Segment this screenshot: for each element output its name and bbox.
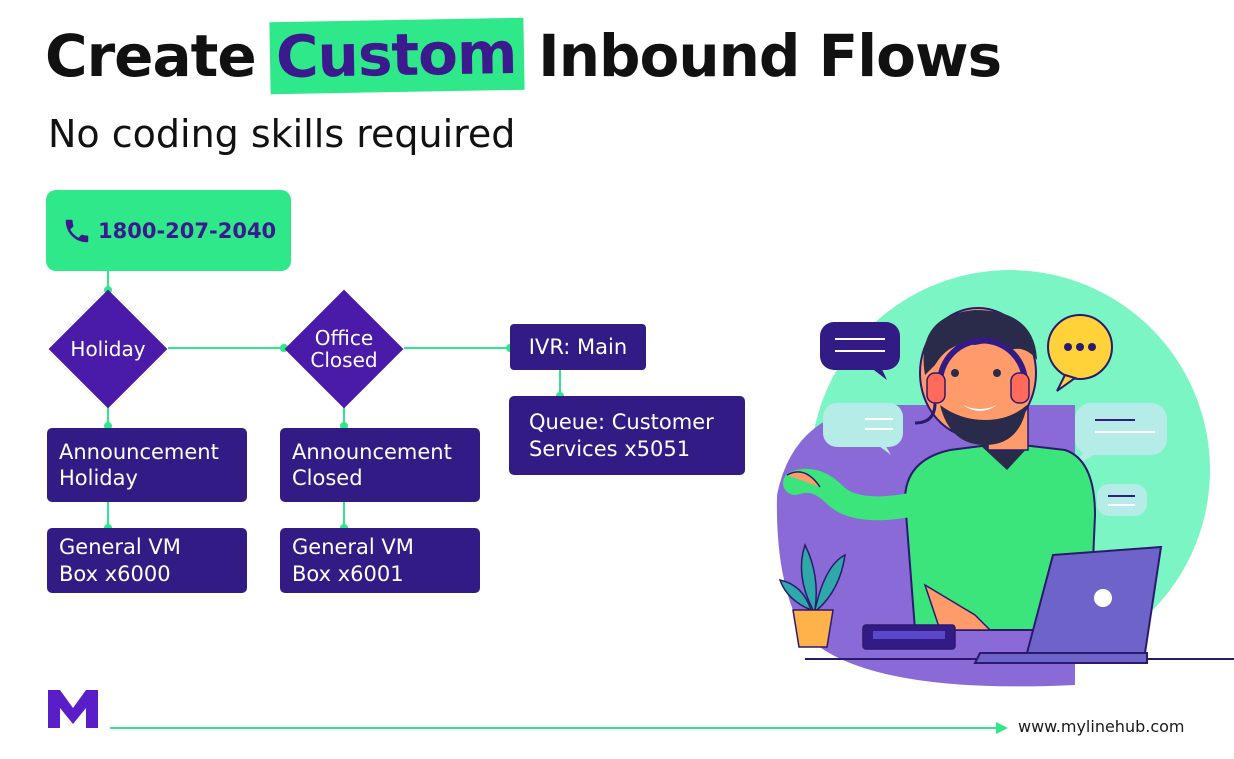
plant-icon bbox=[778, 543, 846, 648]
page-title: Create Custom Inbound Flows bbox=[45, 16, 1002, 96]
laptop-icon bbox=[973, 545, 1163, 664]
announcement-closed-line1: Announcement bbox=[292, 439, 452, 464]
support-agent-illustration bbox=[776, 270, 1234, 687]
queue-line1: Queue: Customer bbox=[529, 410, 714, 435]
vm-holiday-line2: Box x6000 bbox=[59, 561, 171, 586]
keyboard-icon bbox=[862, 624, 956, 650]
title-after: Inbound Flows bbox=[538, 22, 1002, 90]
title-before: Create bbox=[45, 22, 257, 90]
chat-bubble-small-icon bbox=[1097, 484, 1147, 516]
announcement-closed-line2: Closed bbox=[292, 466, 363, 490]
holiday-label: Holiday bbox=[70, 337, 146, 361]
brand-logo-icon bbox=[48, 690, 98, 728]
arrow-right-icon bbox=[996, 722, 1008, 734]
office-closed-line2: Closed bbox=[310, 348, 378, 372]
queue-line2: Services x5051 bbox=[529, 436, 691, 461]
announcement-holiday-node: Announcement Holiday bbox=[47, 428, 247, 502]
announcement-holiday-line1: Announcement bbox=[59, 439, 219, 464]
footer-divider-arrow bbox=[110, 722, 1008, 734]
vm-box-closed-node: General VM Box x6001 bbox=[280, 528, 480, 593]
phone-icon bbox=[65, 219, 89, 242]
chat-bubble-yellow-icon bbox=[1047, 314, 1113, 392]
vm-holiday-line1: General VM bbox=[59, 535, 181, 560]
queue-customer-services-node: Queue: Customer Services x5051 bbox=[509, 396, 745, 475]
announcement-closed-node: Announcement Closed bbox=[280, 428, 480, 502]
website-url[interactable]: www.mylinehub.com bbox=[1018, 717, 1185, 736]
vm-closed-line1: General VM bbox=[292, 535, 414, 560]
vm-box-holiday-node: General VM Box x6000 bbox=[47, 528, 247, 593]
chat-bubble-purple-icon bbox=[820, 322, 900, 380]
office-closed-line1: Office bbox=[314, 326, 374, 350]
chat-bubble-lightblue-icon bbox=[823, 403, 903, 455]
office-closed-label: Office Closed bbox=[285, 290, 403, 408]
phone-number: 1800-207-2040 bbox=[98, 218, 277, 243]
phone-number-node: 1800-207-2040 bbox=[46, 190, 291, 271]
page-subtitle: No coding skills required bbox=[48, 112, 516, 156]
announcement-holiday-line2: Holiday bbox=[59, 466, 138, 490]
vm-closed-line2: Box x6001 bbox=[292, 561, 404, 586]
ivr-main-node: IVR: Main bbox=[510, 324, 646, 370]
